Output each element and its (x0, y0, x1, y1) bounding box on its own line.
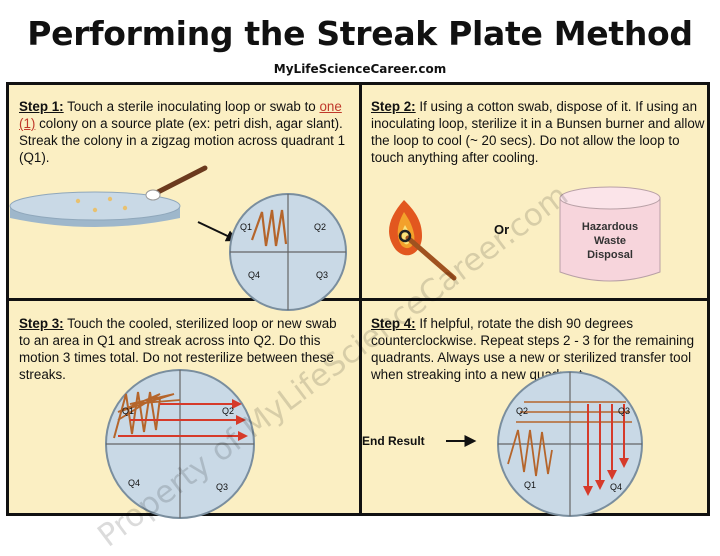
step1-q4-label: Q4 (248, 270, 260, 280)
step4-label: Step 4: (371, 316, 416, 331)
step1-text-before: Touch a sterile inoculating loop or swab… (63, 99, 320, 114)
grid-divider-horizontal (9, 298, 707, 301)
step3-body: Touch the cooled, sterilized loop or new… (19, 316, 337, 382)
step4-body: If helpful, rotate the dish 90 degrees c… (371, 316, 695, 382)
waste-bin-line3: Disposal (587, 249, 633, 261)
step3-q3-label: Q3 (216, 482, 228, 492)
step2-body: If using a cotton swab, dispose of it. I… (371, 99, 705, 165)
step4-text: Step 4: If helpful, rotate the dish 90 d… (371, 315, 705, 383)
end-result-q3-label: Q3 (618, 406, 630, 416)
or-label: Or (494, 222, 509, 237)
step1-q2-label: Q2 (314, 222, 326, 232)
step3-label: Step 3: (19, 316, 64, 331)
step1-text-after: colony on a source plate (ex: petri dish… (19, 116, 346, 165)
step3-q2-label: Q2 (222, 406, 234, 416)
step2-label: Step 2: (371, 99, 416, 114)
step3-text: Step 3: Touch the cooled, sterilized loo… (19, 315, 351, 383)
end-result-label: End Result (362, 434, 425, 448)
step3-q1-label: Q1 (122, 406, 134, 416)
inoculating-loop-icon (145, 165, 208, 201)
end-result-q1-label: Q1 (524, 480, 536, 490)
step1-q3-label: Q3 (316, 270, 328, 280)
step3-q4-label: Q4 (128, 478, 140, 488)
step1-text: Step 1: Touch a sterile inoculating loop… (19, 98, 349, 166)
step1-arrow (197, 221, 239, 242)
step1-colony-highlight: one (1) (19, 99, 342, 131)
waste-bin-line2: Waste (594, 235, 626, 247)
step2-text: Step 2: If using a cotton swab, dispose … (371, 98, 705, 166)
waste-bin-line1: Hazardous (582, 221, 638, 233)
loop-in-flame-icon (398, 229, 457, 281)
step1-dish-icon (229, 193, 347, 311)
step1-q1-label: Q1 (240, 222, 252, 232)
end-result-dish-icon (497, 371, 643, 517)
page-subtitle: MyLifeScienceCareer.com (273, 62, 447, 76)
step3-dish-icon (105, 369, 255, 519)
source-plate-icon (9, 191, 181, 227)
step1-label: Step 1: (19, 99, 64, 114)
waste-bin-icon (559, 186, 661, 282)
end-result-q2-label: Q2 (516, 406, 528, 416)
page-title: Performing the Streak Plate Method (27, 14, 693, 53)
end-result-q4-label: Q4 (610, 482, 622, 492)
